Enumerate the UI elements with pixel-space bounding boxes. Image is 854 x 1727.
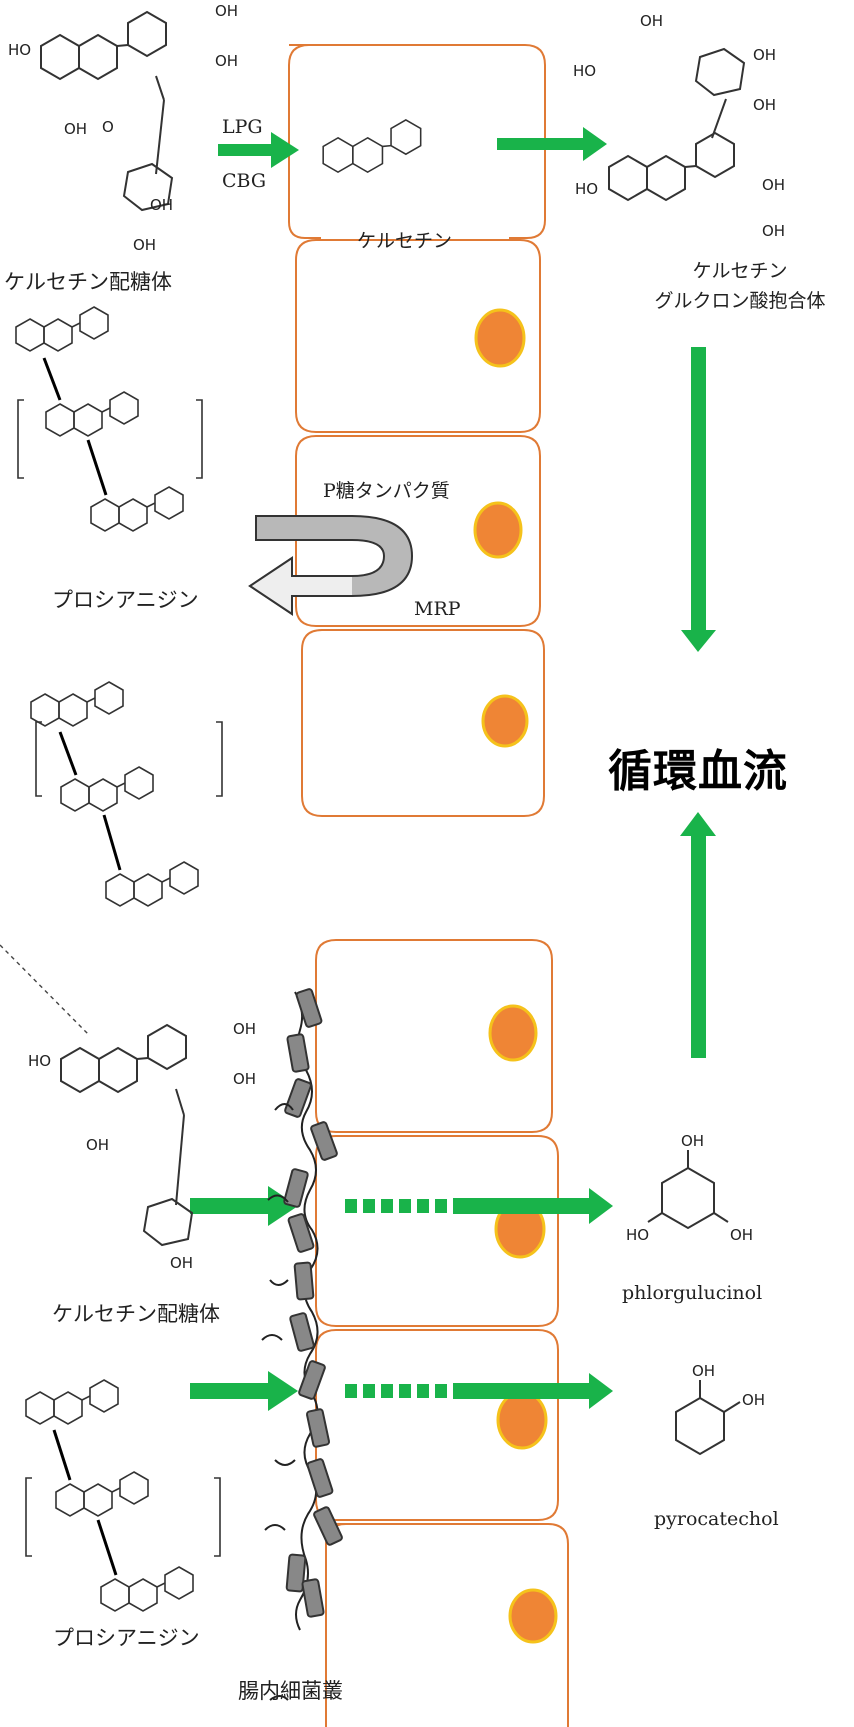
arrow-bottom-1 <box>190 1186 298 1226</box>
atom-oh: OH <box>742 1391 765 1409</box>
arrow-up-circulation <box>680 812 716 1058</box>
efflux-arrow <box>248 515 414 616</box>
atom-oh: OH <box>86 1136 109 1154</box>
structure-pyrocatechol <box>675 1380 741 1456</box>
atom-oh: OH <box>215 2 238 20</box>
atom-oh: OH <box>730 1226 753 1244</box>
label-mrp: MRP <box>414 598 461 620</box>
cell-top-2 <box>295 239 541 433</box>
atom-oh: OH <box>640 12 663 30</box>
structure-quercetin <box>322 119 422 173</box>
label-quercetin-glycoside-top: ケルセチン配糖体 <box>4 270 172 294</box>
label-phloroglucinol: phlorgulucinol <box>622 1282 763 1304</box>
nucleus <box>474 308 526 368</box>
label-gut-microbiota: 腸内細菌叢 <box>238 1679 343 1703</box>
atom-oh: OH <box>133 236 156 254</box>
atom-labels: HO OH OH OH O OH OH OH OH OH HO HO OH OH… <box>8 2 785 1409</box>
cell-top-4 <box>301 629 545 817</box>
atom-ho: HO <box>8 41 31 59</box>
atom-oh: OH <box>762 222 785 240</box>
structure-phloroglucinol <box>647 1150 729 1230</box>
label-cbg: CBG <box>222 170 267 192</box>
atom-oh: OH <box>692 1362 715 1380</box>
arrow-to-glucuronide <box>497 127 607 161</box>
label-pyrocatechol: pyrocatechol <box>654 1508 779 1530</box>
atom-oh: OH <box>64 120 87 138</box>
arrows <box>190 127 716 1411</box>
atom-oh: OH <box>215 52 238 70</box>
atom-ho: HO <box>573 62 596 80</box>
atom-o: O <box>102 118 114 136</box>
inset-dashed-line <box>0 944 89 1035</box>
atom-oh: OH <box>150 196 173 214</box>
structure-procyanidin-bottom <box>25 1379 221 1612</box>
arrow-lpg-cbg <box>218 132 299 168</box>
label-procyanidin-bottom: プロシアニジン <box>53 1626 200 1650</box>
atom-oh: OH <box>233 1020 256 1038</box>
structure-quercetin-glycoside-bottom <box>60 1024 193 1246</box>
nucleus <box>508 1588 558 1644</box>
cell-top-3 <box>295 435 541 627</box>
nucleus <box>481 694 529 748</box>
structure-procyanidin-top <box>15 306 203 532</box>
structure-procyanidin-mid <box>30 681 223 907</box>
arrow-dash-2 <box>345 1373 613 1409</box>
label-circulation: 循環血流 <box>608 746 788 797</box>
atom-oh: OH <box>753 46 776 64</box>
gut-bacteria <box>261 988 343 1701</box>
label-glucuronide-line1: ケルセチン <box>692 260 788 282</box>
cell-bottom-3 <box>315 1329 559 1521</box>
nucleus <box>473 501 523 559</box>
atom-oh: OH <box>681 1132 704 1150</box>
arrow-dash-1 <box>345 1188 613 1224</box>
cell-bottom-1 <box>315 939 553 1133</box>
structure-glucuronide <box>608 48 745 201</box>
label-p-glycoprotein: P糖タンパク質 <box>323 480 450 502</box>
label-quercetin-glycoside-bottom: ケルセチン配糖体 <box>52 1302 220 1326</box>
arrow-down-circulation <box>681 347 716 652</box>
label-quercetin: ケルセチン <box>357 230 453 252</box>
atom-ho: HO <box>575 180 598 198</box>
cell-bottom-4 <box>325 1523 569 1727</box>
nucleus <box>496 1390 548 1450</box>
label-lpg: LPG <box>222 116 263 138</box>
label-procyanidin-top: プロシアニジン <box>52 588 199 612</box>
label-quercetin-glucuronide: ケルセチン グルクロン酸抱合体 <box>640 256 840 316</box>
label-glucuronide-line2: グルクロン酸抱合体 <box>654 290 826 312</box>
structure-quercetin-glycoside-top <box>40 11 173 211</box>
atom-oh: OH <box>753 96 776 114</box>
nucleus <box>488 1004 538 1062</box>
arrow-bottom-2 <box>190 1371 298 1411</box>
atom-oh: OH <box>170 1254 193 1272</box>
atom-ho: HO <box>28 1052 51 1070</box>
atom-ho: HO <box>626 1226 649 1244</box>
cell-bottom-2 <box>315 1135 559 1327</box>
atom-oh: OH <box>233 1070 256 1088</box>
atom-oh: OH <box>762 176 785 194</box>
